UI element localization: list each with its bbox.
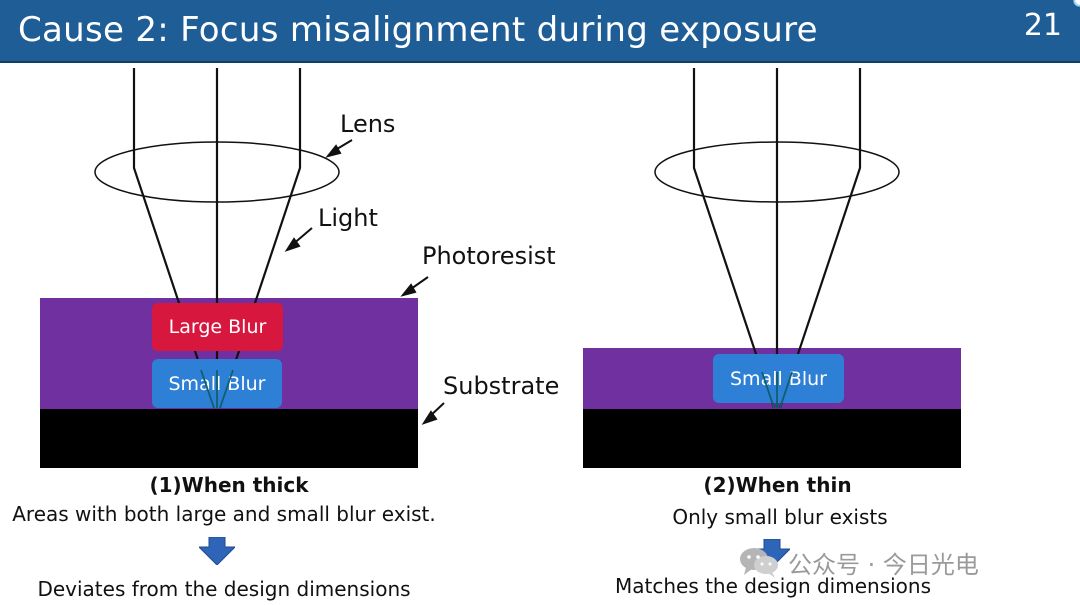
right-light-rays (692, 68, 862, 409)
left-substrate-layer (40, 409, 418, 468)
photoresist-label: Photoresist (422, 242, 556, 270)
slide-number: 21 (1023, 8, 1062, 43)
right-description: Only small blur exists (672, 505, 888, 529)
large-blur-box: Large Blur (152, 303, 283, 351)
watermark-text: 公众号 · 今日光电 (788, 550, 979, 579)
small-blur-box-right: Small Blur (713, 354, 844, 403)
wechat-logo-icon (740, 548, 778, 578)
left-down-arrow-icon (199, 537, 235, 565)
corner-mark (1073, 0, 1080, 7)
right-substrate-layer (583, 409, 961, 468)
title-bar: Cause 2: Focus misalignment during expos… (0, 0, 1080, 63)
slide-title: Cause 2: Focus misalignment during expos… (18, 10, 818, 50)
left-description: Areas with both large and small blur exi… (12, 502, 436, 526)
label-pointers (284, 139, 445, 425)
watermark: 公众号 · 今日光电 (738, 542, 979, 582)
left-heading: (1)When thick (149, 473, 309, 497)
right-result: Matches the design dimensions (614, 574, 931, 598)
right-heading: (2)When thin (703, 473, 852, 497)
lens-label: Lens (340, 110, 396, 138)
light-label: Light (318, 204, 378, 232)
left-result: Deviates from the design dimensions (37, 577, 411, 601)
substrate-label: Substrate (443, 372, 560, 400)
right-down-arrow-icon (754, 539, 790, 567)
